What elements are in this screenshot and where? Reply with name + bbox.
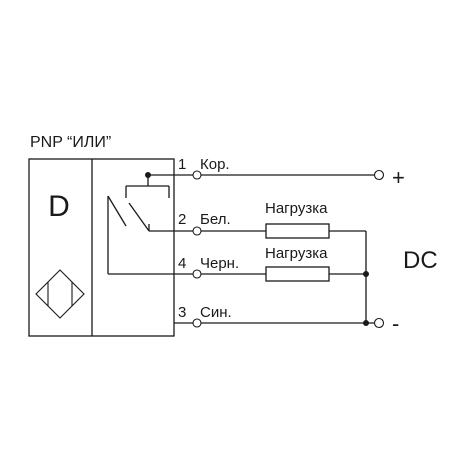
sensor-housing — [28, 158, 175, 337]
terminal-1 — [192, 170, 202, 180]
wire-3-number: 3 — [178, 304, 186, 321]
return-bus — [363, 231, 369, 326]
supply-minus: - — [392, 311, 399, 336]
terminal-3 — [192, 318, 202, 328]
load-resistor-1 — [265, 223, 330, 239]
wire-1-label: Кор. — [200, 156, 230, 173]
terminal-plus — [373, 169, 385, 181]
terminal-minus — [373, 317, 385, 329]
wire-1-number: 1 — [178, 156, 186, 173]
wire-2-label: Бел. — [200, 211, 231, 228]
switch-contacts-icon — [107, 172, 170, 274]
terminal-4 — [192, 269, 202, 279]
wire-4-label: Черн. — [200, 255, 239, 272]
wire-2-number: 2 — [178, 211, 186, 228]
load-1-label: Нагрузка — [265, 200, 328, 217]
load-2-label: Нагрузка — [265, 245, 328, 262]
wire-3-label: Син. — [200, 304, 232, 321]
supply-plus: + — [392, 165, 405, 190]
sensor-letter: D — [48, 190, 70, 223]
wire-2 — [149, 223, 366, 239]
wire-4-number: 4 — [178, 255, 186, 272]
inductive-sensor-icon — [35, 269, 85, 319]
wire-4 — [108, 266, 366, 282]
terminal-2 — [192, 226, 202, 236]
diagram-title: PNP “ИЛИ” — [30, 134, 111, 151]
wire-1 — [148, 169, 385, 181]
supply-label: DC — [403, 247, 438, 274]
wire-3 — [174, 317, 385, 329]
load-resistor-2 — [265, 266, 330, 282]
